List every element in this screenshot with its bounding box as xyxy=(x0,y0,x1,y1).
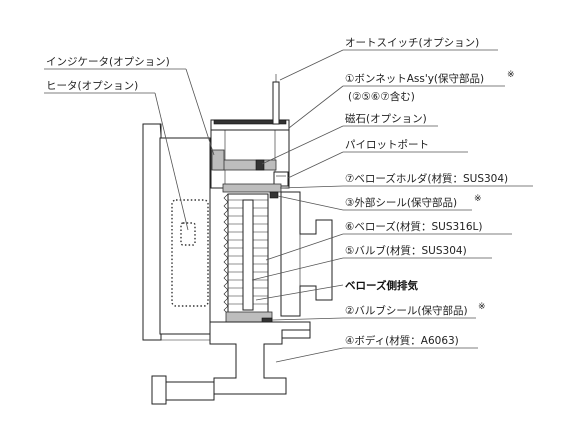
label-bonnet-sub: (②⑤⑥⑦含む) xyxy=(348,90,415,103)
outer-seal xyxy=(269,191,279,199)
bellows-holder xyxy=(222,183,282,193)
label-indicator: インジケータ(オプション) xyxy=(46,56,170,68)
auto-switch-rod xyxy=(272,81,280,125)
valve-drawing xyxy=(142,74,333,405)
valve-stem xyxy=(242,199,254,311)
label-magnet: 磁石(オプション) xyxy=(345,112,427,125)
label-bellows-holder: ⑦ベローズホルダ(材質：SUS304) xyxy=(345,172,508,185)
label-valve-seal-mark: ※ xyxy=(478,302,486,312)
label-bellows-exhaust: ベローズ側排気 xyxy=(345,279,418,292)
label-bonnet: ①ボンネットAss'y(保守部品) xyxy=(345,72,484,85)
label-bellows: ⑥ベローズ(材質：SUS316L) xyxy=(345,220,483,233)
heater-element xyxy=(171,199,209,307)
bonnet-top-cap-dark xyxy=(213,119,287,125)
heater-jacket xyxy=(142,123,162,341)
bottom-port-flange xyxy=(281,329,311,339)
label-auto-switch: オートスイッチ(オプション) xyxy=(345,37,479,49)
body-flange-pipe xyxy=(165,381,215,401)
label-outer-seal: ③外部シール(保守部品) xyxy=(345,196,457,209)
body-right-wall xyxy=(280,191,333,317)
label-heater: ヒータ(オプション) xyxy=(46,80,138,92)
leader-lines xyxy=(44,49,533,363)
label-body: ④ボディ(材質：A6063) xyxy=(345,334,459,347)
heater-element-small xyxy=(180,222,196,246)
body-flange-left xyxy=(151,375,167,405)
heater-jacket-inner xyxy=(159,137,211,335)
label-valve-seal: ②バルブシール(保守部品) xyxy=(345,304,468,317)
label-valve: ⑤バルブ(材質：SUS304) xyxy=(345,244,467,257)
magnet-block xyxy=(255,159,265,171)
indicator-block xyxy=(211,149,225,171)
label-bonnet-mark: ※ xyxy=(507,70,515,80)
callout-labels: オートスイッチ(オプション) インジケータ(オプション) ヒータ(オプション) … xyxy=(46,37,515,347)
label-outer-seal-mark: ※ xyxy=(474,194,482,204)
label-pilot-port: パイロットポート xyxy=(345,139,429,151)
